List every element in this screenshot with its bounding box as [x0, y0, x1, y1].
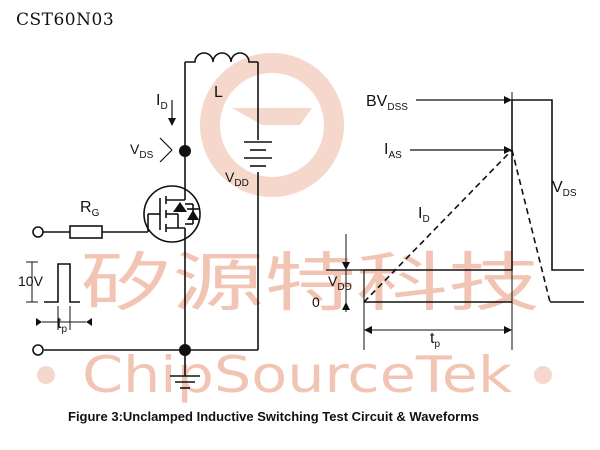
- pulse-width-arrow-right: [86, 318, 92, 326]
- ias-arrow-head: [504, 146, 512, 154]
- watermark-cjk-text: 矽源特科技: [80, 247, 540, 321]
- gate-resistor-label: RG: [80, 199, 100, 219]
- id-waveform-label: ID: [418, 205, 430, 225]
- bvdss-arrow-head: [504, 96, 512, 104]
- zero-level-label: 0: [312, 294, 320, 310]
- vds-waveform: [364, 99, 584, 271]
- vdd-circuit-label: VDD: [225, 169, 249, 189]
- tp-waveform-label: tp: [430, 330, 440, 350]
- mosfet-body-arrow: [173, 202, 187, 212]
- gate-input-terminal: [32, 226, 44, 238]
- drain-node-dot: [179, 145, 191, 157]
- figure-caption: Figure 3:Unclamped Inductive Switching T…: [68, 409, 480, 424]
- watermark-dot-left: [37, 366, 55, 384]
- part-number: CST60N03: [16, 10, 115, 30]
- vdd-waveform-label: VDD: [328, 273, 352, 293]
- tp-arrow-left: [364, 326, 372, 334]
- waveforms: [326, 92, 584, 350]
- source-node-dot: [179, 344, 191, 356]
- vdd-arrow-top: [342, 262, 350, 270]
- bvdss-label: BVDSS: [366, 93, 408, 113]
- test-circuit: [26, 52, 272, 389]
- vds-marker-lower: [159, 149, 173, 163]
- pulse-width-label: tp: [57, 315, 67, 335]
- vds-waveform-label: VDS: [552, 179, 577, 199]
- id-waveform-rise: [363, 149, 513, 303]
- tp-arrow-right: [504, 326, 512, 334]
- vds-marker-upper: [159, 137, 173, 151]
- mosfet-body: [143, 185, 201, 243]
- inductor-coil: [185, 52, 258, 63]
- id-waveform-fall: [511, 149, 551, 303]
- vds-circuit-label: VDS: [130, 141, 154, 161]
- input-pulse-waveform: [44, 263, 80, 303]
- gate-resistor: [69, 225, 103, 239]
- watermark-dot-right: [534, 366, 552, 384]
- id-arrow-head: [168, 118, 176, 126]
- pulse-width-arrow-left: [36, 318, 42, 326]
- ias-label: IAS: [384, 141, 402, 161]
- watermark-latin-text: ChipSourceTek: [82, 346, 512, 404]
- vdd-arrow-bottom: [342, 302, 350, 310]
- watermark-logo-mark: [232, 108, 312, 125]
- drain-current-label: ID: [156, 92, 168, 112]
- ground-input-terminal: [32, 344, 44, 356]
- inductor-label: L: [214, 84, 223, 101]
- diode-triangle: [187, 210, 199, 220]
- watermark-logo-ring: [200, 53, 344, 197]
- pulse-amplitude-label: 10V: [18, 273, 44, 289]
- watermark: 矽源特科技 ChipSourceTek: [37, 53, 552, 404]
